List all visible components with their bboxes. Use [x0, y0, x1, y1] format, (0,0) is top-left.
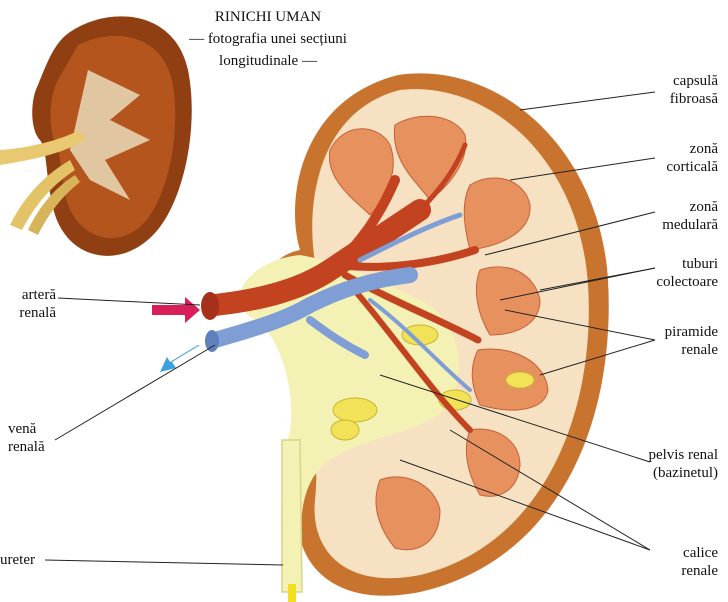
vein-opening	[205, 330, 219, 352]
title-line2: — fotografia unei secțiuni	[189, 31, 347, 47]
label-corticala: zonă corticală	[666, 141, 718, 175]
label-vena: venă renală	[8, 421, 45, 455]
arrow-out-icon	[160, 345, 200, 372]
calyces	[330, 324, 535, 441]
label-piramide: piramide renale	[664, 324, 718, 358]
label-tuburi: tuburi colectoare	[656, 256, 718, 290]
label-capsula: capsulă fibroasă	[669, 73, 718, 107]
leader-lines	[44, 91, 656, 566]
label-pelvis: pelvis renal (bazinetul)	[648, 447, 718, 481]
label-artera: arteră renală	[19, 287, 56, 321]
label-calice: calice renale	[681, 545, 718, 579]
label-medulara: zonă medulară	[662, 199, 718, 233]
vessels	[204, 142, 482, 433]
kidney-photo	[0, 16, 192, 256]
arrow-in-icon	[152, 297, 200, 323]
ureter-end	[288, 584, 296, 602]
label-ureter: ureter	[0, 552, 35, 568]
title-line1: RINICHI UMAN	[214, 9, 322, 25]
ureter-tube	[281, 439, 303, 593]
title-line3: longitudinale —	[219, 53, 317, 69]
diagram-title: RINICHI UMAN — fotografia unei secțiuni …	[178, 6, 358, 72]
artery-opening	[201, 292, 219, 320]
